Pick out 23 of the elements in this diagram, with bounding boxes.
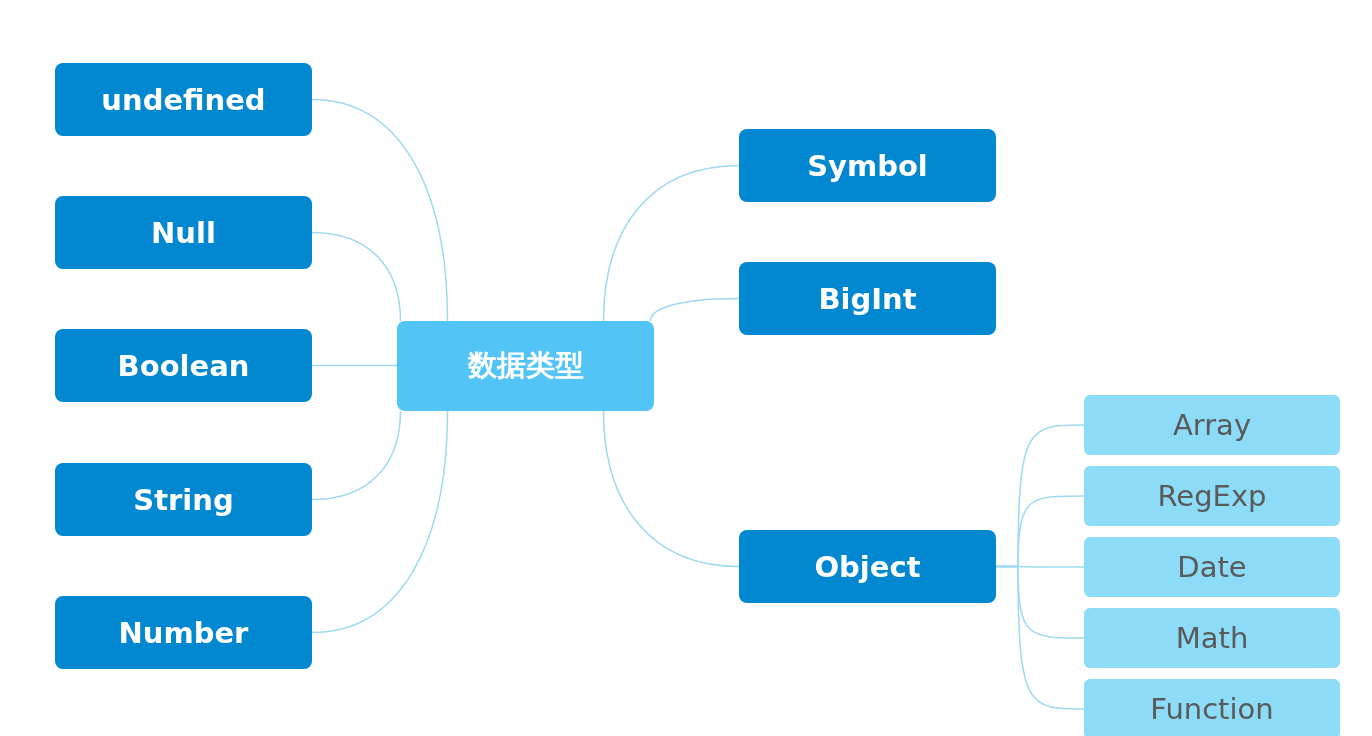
sub-branch-box: Function — [1084, 679, 1340, 736]
branch-box: BigInt — [739, 262, 996, 335]
branch-box: Object — [739, 530, 996, 603]
branch-box: Symbol — [739, 129, 996, 202]
sub-branch-box: Math — [1084, 608, 1340, 668]
connector-line — [311, 410, 402, 501]
branch-box: Boolean — [55, 329, 312, 402]
connector-line — [311, 364, 398, 367]
branch-box: String — [55, 463, 312, 536]
connector-line — [649, 297, 740, 322]
branch-box: Number — [55, 596, 312, 669]
connector-line — [602, 164, 740, 322]
branch-box: undefined — [55, 63, 312, 136]
branch-box: Null — [55, 196, 312, 269]
connector-line — [311, 410, 449, 634]
sub-branch-box: Array — [1084, 395, 1340, 455]
sub-branch-box: Date — [1084, 537, 1340, 597]
connector-line — [311, 231, 402, 322]
sub-branch-box: RegExp — [1084, 466, 1340, 526]
connector-line — [311, 98, 449, 322]
connector-line — [602, 410, 740, 568]
connector-line — [995, 565, 1085, 710]
central-topic-box: 数据类型 — [397, 321, 654, 411]
